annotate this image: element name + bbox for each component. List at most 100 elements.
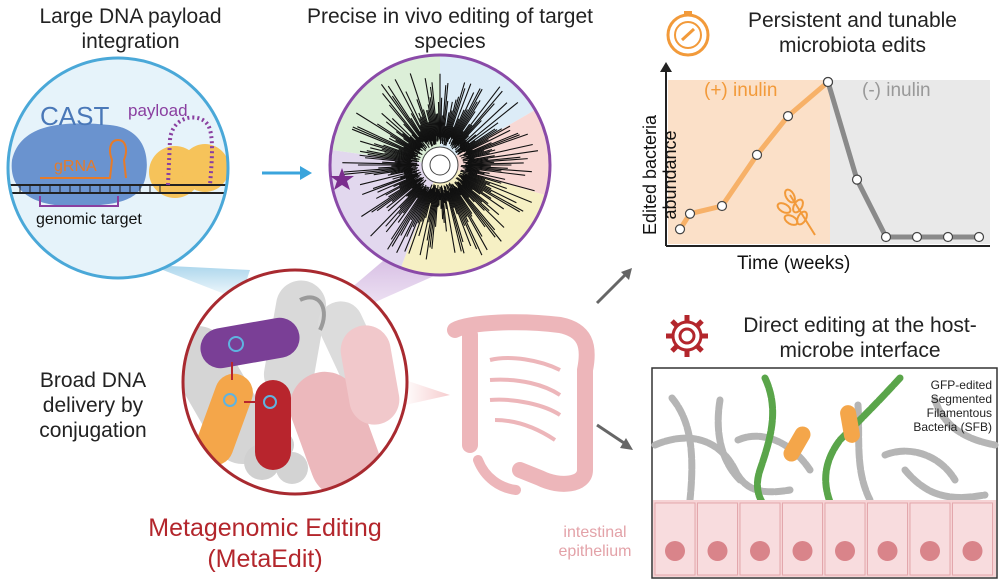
tree-branch bbox=[391, 188, 427, 247]
tree-branch bbox=[465, 166, 502, 172]
tree-branch bbox=[370, 147, 416, 160]
tree-branch bbox=[467, 133, 528, 156]
tree-branch bbox=[410, 190, 428, 221]
tree-branch bbox=[454, 123, 471, 145]
tree-branch bbox=[460, 165, 532, 173]
tree-branch bbox=[343, 167, 412, 175]
tree-branch bbox=[459, 174, 517, 204]
tree-branch bbox=[392, 171, 418, 180]
intestine-illustration bbox=[447, 314, 595, 495]
tree-branch bbox=[462, 180, 505, 210]
tree-branch bbox=[455, 177, 489, 205]
tree-branch bbox=[421, 116, 434, 146]
tree-branch bbox=[446, 190, 465, 254]
tree-branch bbox=[394, 79, 430, 145]
tree-branch bbox=[398, 148, 421, 159]
tree-branch bbox=[464, 149, 473, 155]
cell-nucleus bbox=[835, 541, 855, 561]
tree-branch bbox=[458, 128, 496, 154]
tree-branch bbox=[465, 139, 489, 152]
tree-branch bbox=[376, 177, 423, 212]
epithelial-cell bbox=[909, 502, 951, 576]
x-axis-label: Time (weeks) bbox=[737, 253, 851, 274]
tree-branch bbox=[377, 174, 419, 193]
sfb-label-line4: Bacteria (SFB) bbox=[913, 420, 992, 434]
tree-branch bbox=[416, 99, 433, 142]
y-axis-label-line1: Edited bacteria bbox=[640, 114, 660, 236]
tree-branch bbox=[450, 88, 483, 147]
tree-branch bbox=[455, 181, 475, 203]
tree-branch bbox=[427, 109, 436, 145]
tree-branch bbox=[400, 186, 429, 236]
phylo-tree-circle bbox=[330, 55, 550, 275]
tree-branch bbox=[452, 109, 468, 140]
tree-branch bbox=[411, 134, 423, 147]
tree-branch bbox=[385, 186, 422, 227]
tree-branch bbox=[381, 148, 420, 160]
tree-branch bbox=[457, 187, 496, 238]
tree-branch bbox=[411, 179, 423, 189]
tree-branch bbox=[443, 189, 456, 253]
cast-circle-outline bbox=[6, 56, 230, 280]
tree-branch bbox=[460, 169, 478, 175]
tree-branch bbox=[362, 171, 421, 196]
tree-branch bbox=[389, 135, 423, 156]
tree-branch bbox=[410, 117, 430, 149]
tree-branch bbox=[403, 170, 413, 174]
tree-branch bbox=[443, 101, 453, 146]
cell-nucleus bbox=[877, 541, 898, 561]
tree-branch bbox=[414, 139, 424, 148]
tree-branch bbox=[457, 128, 503, 156]
cell-nucleus bbox=[707, 541, 728, 561]
sfb-label: GFP-edited Segmented Filamentous Bacteri… bbox=[880, 378, 992, 434]
tree-branch bbox=[409, 136, 423, 149]
gear-icon bbox=[666, 315, 708, 357]
tree-branch bbox=[435, 113, 439, 141]
tree-branch bbox=[457, 174, 524, 212]
abundance-chart bbox=[660, 62, 990, 247]
epithelial-cell bbox=[824, 502, 866, 576]
tree-branch bbox=[359, 169, 420, 186]
tree-branch bbox=[444, 99, 457, 146]
tree-branch bbox=[376, 177, 415, 199]
tree-branch bbox=[385, 186, 424, 233]
tree-branch bbox=[431, 82, 439, 142]
tree-branch bbox=[384, 152, 418, 161]
tree-branch bbox=[343, 166, 417, 173]
epithelial-cell bbox=[782, 502, 823, 576]
payload-label: payload bbox=[128, 101, 188, 120]
tree-branch bbox=[454, 90, 503, 149]
tree-branch bbox=[418, 184, 435, 237]
tree-branch bbox=[382, 161, 418, 165]
tree-branch bbox=[387, 186, 428, 250]
inulin-minus-point bbox=[851, 174, 863, 185]
tree-branch bbox=[372, 172, 418, 190]
tree-branch bbox=[455, 142, 470, 154]
tree-branch bbox=[448, 126, 454, 140]
tree-branch bbox=[459, 172, 532, 203]
tree-branch bbox=[361, 177, 422, 217]
inulin-minus-point bbox=[942, 231, 954, 243]
inulin-plus-point bbox=[751, 149, 763, 160]
tree-branch bbox=[387, 169, 416, 176]
tree-branch bbox=[465, 129, 511, 153]
tree-branch bbox=[461, 178, 492, 199]
tree-branch bbox=[465, 158, 528, 164]
sfb-label-line1: GFP-edited bbox=[930, 378, 992, 392]
tree-branch bbox=[403, 138, 421, 151]
tree-branch bbox=[441, 83, 449, 144]
tree-branch bbox=[449, 192, 458, 215]
tree-branch bbox=[454, 185, 462, 196]
tree-branch bbox=[448, 183, 483, 256]
tree-branch bbox=[342, 162, 415, 165]
tree-branch bbox=[447, 184, 472, 247]
tree-branch bbox=[419, 118, 433, 147]
sfb-label-line3: Filamentous bbox=[926, 406, 992, 420]
intestinal-line2: epithelium bbox=[558, 543, 632, 560]
tree-branch bbox=[460, 181, 500, 216]
genomic-target-label: genomic target bbox=[36, 211, 142, 228]
title-precise-editing: Precise in vivo editing of target specie… bbox=[307, 5, 593, 53]
tree-branch bbox=[434, 189, 439, 227]
tree-branch bbox=[385, 175, 420, 196]
